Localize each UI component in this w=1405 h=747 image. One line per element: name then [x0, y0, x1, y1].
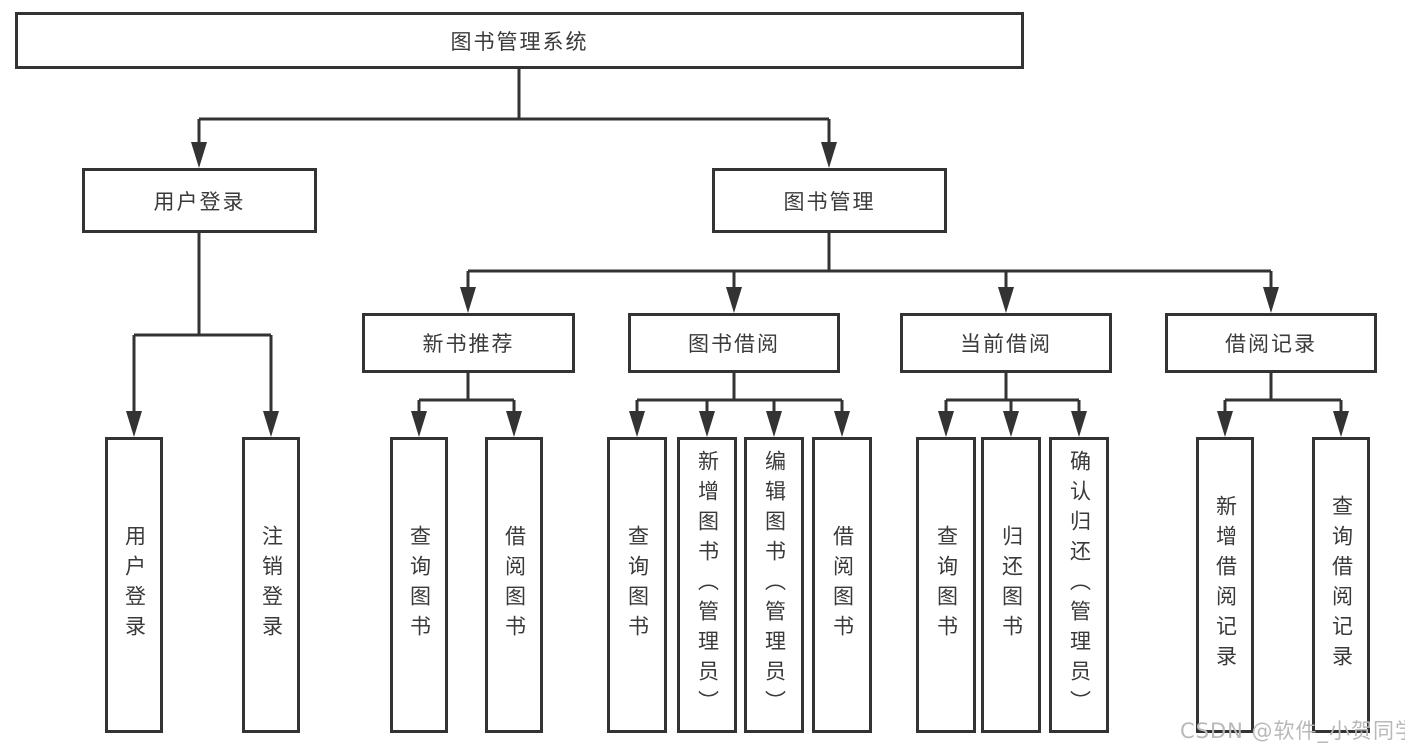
node-label: 图书管理 — [783, 189, 876, 214]
node-label: 新书推荐 — [422, 332, 515, 356]
leaf-bb-add-books-admin: 新增图书（管理员） — [677, 437, 737, 733]
node-label: 查询图书 — [407, 525, 432, 645]
leaf-user-login: 用户登录 — [105, 437, 163, 733]
node-borrow-records: 借阅记录 — [1165, 313, 1377, 373]
leaf-br-query-record: 查询借阅记录 — [1312, 437, 1370, 733]
leaf-bb-borrow-books: 借阅图书 — [812, 437, 872, 733]
node-new-book-recommend: 新书推荐 — [362, 313, 575, 373]
node-label: 归还图书 — [999, 525, 1024, 645]
node-label: 当前借阅 — [960, 332, 1052, 356]
leaf-bb-edit-books-admin: 编辑图书（管理员） — [744, 437, 804, 733]
node-book-management: 图书管理 — [712, 168, 947, 233]
node-current-borrow: 当前借阅 — [900, 313, 1112, 373]
node-label: 借阅记录 — [1225, 332, 1317, 356]
node-label: 新增图书（管理员） — [695, 450, 720, 720]
node-label: 查询图书 — [625, 525, 650, 645]
node-label: 图书借阅 — [688, 332, 780, 356]
node-label: 借阅图书 — [502, 525, 527, 645]
leaf-br-add-record: 新增借阅记录 — [1196, 437, 1254, 733]
node-label: 新增借阅记录 — [1213, 495, 1238, 675]
node-label: 借阅图书 — [830, 525, 855, 645]
node-label: 用户登录 — [122, 525, 147, 645]
leaf-cb-return-books: 归还图书 — [981, 437, 1041, 733]
leaf-bb-query-books: 查询图书 — [607, 437, 667, 733]
node-label: 用户登录 — [153, 189, 246, 214]
node-root-library-system: 图书管理系统 — [15, 12, 1024, 69]
node-label: 编辑图书（管理员） — [762, 450, 787, 720]
node-label: 图书管理系统 — [450, 29, 589, 54]
node-user-login: 用户登录 — [82, 168, 317, 233]
node-label: 查询图书 — [934, 525, 959, 645]
leaf-rec-borrow-books: 借阅图书 — [485, 437, 543, 733]
arrowheads — [126, 142, 1349, 437]
node-book-borrow: 图书借阅 — [628, 313, 840, 373]
csdn-watermark: CSDN @软件_小贺同学 — [1180, 719, 1405, 743]
node-label: 确认归还（管理员） — [1067, 450, 1092, 720]
node-label: 查询借阅记录 — [1329, 495, 1354, 675]
leaf-rec-query-books: 查询图书 — [390, 437, 448, 733]
leaf-logout: 注销登录 — [242, 437, 300, 733]
node-label: 注销登录 — [259, 525, 284, 645]
leaf-cb-query-books: 查询图书 — [916, 437, 976, 733]
leaf-cb-confirm-return-admin: 确认归还（管理员） — [1049, 437, 1109, 733]
